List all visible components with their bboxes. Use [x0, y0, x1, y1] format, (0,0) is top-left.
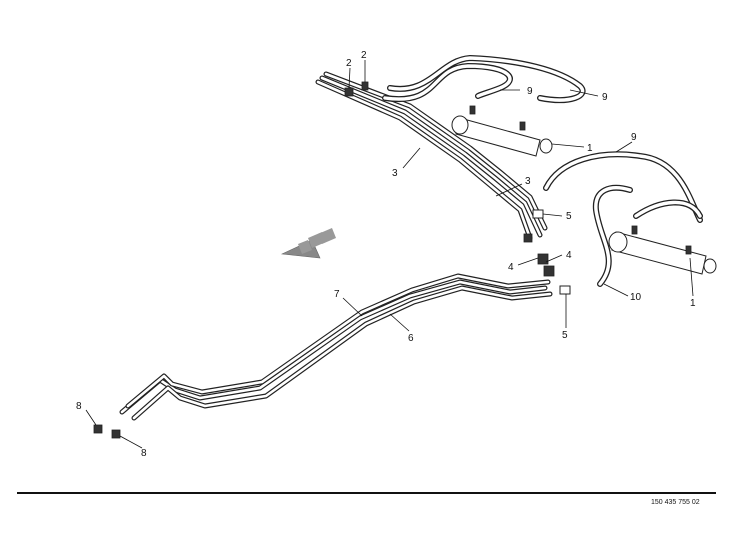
callout-4a: 4 [508, 262, 514, 273]
callout-9a: 9 [527, 86, 533, 97]
callout-4b: 4 [566, 250, 572, 261]
callout-5b: 5 [562, 330, 568, 341]
leader-lines [85, 60, 694, 449]
hydraulic-cylinder-lower [608, 225, 717, 275]
hydraulic-cylinder-upper [451, 105, 553, 157]
travel-direction-arrow [280, 228, 336, 259]
fittings [93, 81, 571, 439]
callout-6: 6 [408, 333, 414, 344]
callout-3a: 3 [392, 168, 398, 179]
callout-3b: 3 [525, 176, 531, 187]
lower-pipe-set [119, 273, 553, 421]
callout-1a: 1 [587, 143, 593, 154]
callout-2a: 2 [346, 58, 352, 69]
callout-9b: 9 [602, 92, 608, 103]
callout-labels: 2 2 3 3 4 4 5 5 6 7 8 8 9 9 9 1 1 10 [76, 50, 696, 459]
callout-8b: 8 [141, 448, 147, 459]
callout-7: 7 [334, 289, 340, 300]
reference-code: 150 435 755 02 [651, 499, 700, 506]
callout-2b: 2 [361, 50, 367, 61]
hydraulic-hoses [382, 54, 703, 287]
callout-9c: 9 [631, 132, 637, 143]
callout-10: 10 [630, 292, 642, 303]
upper-pipe-set [315, 71, 548, 241]
callout-8a: 8 [76, 401, 82, 412]
callout-1b: 1 [690, 298, 696, 309]
callout-5a: 5 [566, 211, 572, 222]
